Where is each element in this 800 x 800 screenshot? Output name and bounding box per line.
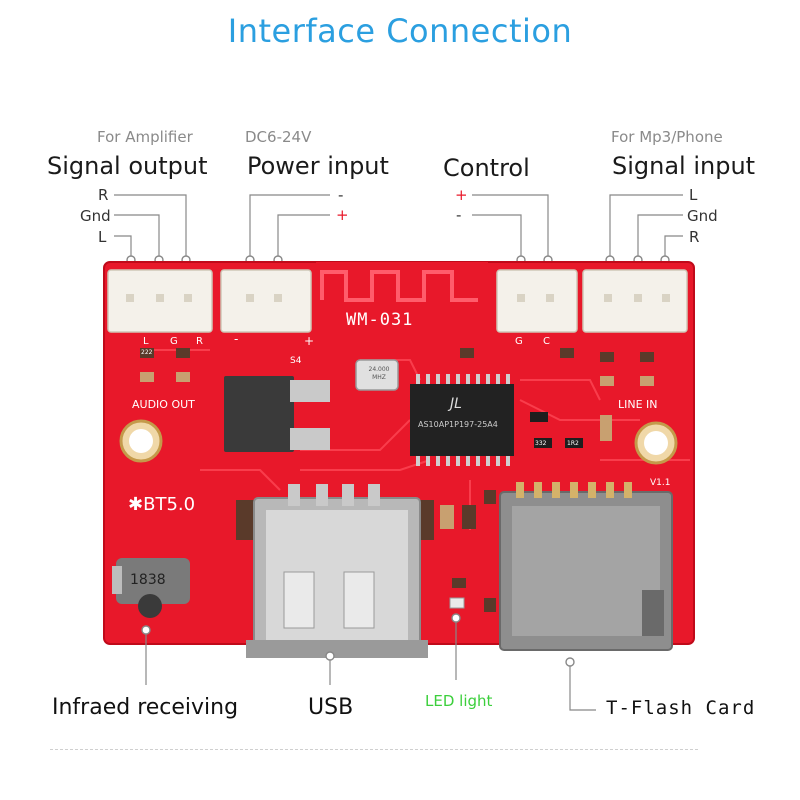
control-plus: + bbox=[455, 186, 468, 204]
res-code-3: 1R2 bbox=[567, 440, 579, 447]
callout-lines-bottom bbox=[145, 620, 596, 711]
silk-pin-g: G bbox=[170, 336, 178, 347]
smd-components bbox=[140, 348, 654, 612]
silk-pin-minus: - bbox=[234, 332, 239, 346]
callout-lines-top bbox=[114, 194, 683, 258]
chip-logo: JL bbox=[450, 396, 462, 412]
bluetooth-icon: ✱ bbox=[128, 494, 144, 515]
usb-label: USB bbox=[308, 695, 354, 720]
signal-input-sub: For Mp3/Phone bbox=[611, 128, 723, 146]
res-code: 222 bbox=[141, 349, 153, 356]
power-input-sub: DC6-24V bbox=[245, 128, 312, 146]
silk-pin-l: L bbox=[143, 336, 149, 347]
signal-input-heading: Signal input bbox=[612, 152, 756, 180]
signal-output-pin-l: L bbox=[98, 228, 107, 246]
power-input-minus: - bbox=[338, 186, 344, 204]
connectors bbox=[107, 269, 688, 333]
main-chip bbox=[410, 384, 514, 456]
audio-out-label: AUDIO OUT bbox=[132, 398, 195, 411]
signal-input-pin-gnd: Gnd bbox=[687, 207, 718, 225]
crystal-oscillator bbox=[355, 359, 399, 391]
signal-output-heading: Signal output bbox=[47, 152, 208, 180]
ir-part-label: 1838 bbox=[130, 572, 166, 588]
control-minus: - bbox=[456, 206, 462, 224]
module-label: WM-031 bbox=[346, 310, 414, 330]
voltage-regulator bbox=[224, 376, 294, 452]
tf-card-slot bbox=[499, 482, 673, 651]
signal-input-pin-l: L bbox=[689, 186, 698, 204]
version-label: V1.1 bbox=[650, 478, 671, 488]
infrared-label: Infraed receiving bbox=[52, 695, 239, 720]
cap-s4: S4 bbox=[290, 356, 302, 366]
res-code-2: 332 bbox=[535, 440, 547, 447]
ir-receiver bbox=[112, 558, 190, 618]
control-heading: Control bbox=[443, 154, 530, 182]
signal-output-pin-gnd: Gnd bbox=[80, 207, 111, 225]
tf-card-label: T-Flash Card bbox=[606, 697, 756, 719]
silk-pin-c: C bbox=[543, 336, 550, 347]
signal-output-pin-r: R bbox=[98, 186, 109, 204]
bottom-divider bbox=[50, 749, 698, 750]
signal-input-pin-r: R bbox=[689, 228, 700, 246]
usb-port bbox=[246, 484, 428, 658]
signal-output-sub: For Amplifier bbox=[97, 128, 193, 146]
crystal-label: 24.000 MHZ bbox=[368, 366, 390, 381]
chip-label: AS10AP1P197-25A4 bbox=[418, 420, 498, 429]
silk-pin-g-ctrl: G bbox=[515, 336, 523, 347]
page-title: Interface Connection bbox=[227, 12, 573, 50]
line-in-label: LINE IN bbox=[618, 398, 658, 411]
bt-label-row: ✱BT5.0 bbox=[128, 494, 195, 515]
power-input-heading: Power input bbox=[247, 152, 389, 180]
power-input-plus: + bbox=[336, 206, 349, 224]
silk-pin-plus: + bbox=[304, 334, 315, 348]
bt-label: BT5.0 bbox=[143, 494, 196, 515]
mounting-holes bbox=[119, 419, 678, 465]
silk-pin-r: R bbox=[196, 336, 203, 347]
led-label: LED light bbox=[425, 692, 493, 710]
antenna-trace bbox=[320, 270, 478, 302]
